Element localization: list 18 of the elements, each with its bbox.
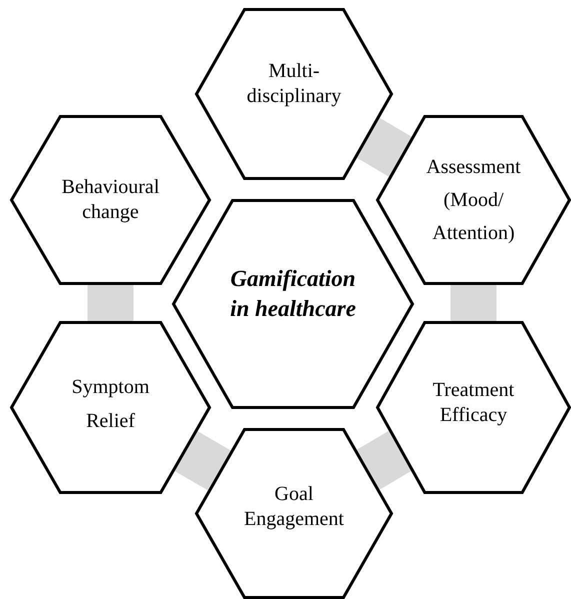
hexagon: [172, 199, 414, 409]
connector-band: [356, 430, 412, 490]
connector-band: [174, 431, 232, 491]
connector-band: [356, 118, 412, 177]
hexagon-label: Goal Engagement: [243, 482, 345, 532]
hexagon: [195, 428, 393, 599]
hexagon: [195, 8, 393, 180]
hexagon-label: Symptom Relief: [70, 374, 150, 434]
connector-band: [450, 285, 496, 321]
hexagon: [376, 115, 571, 285]
hexagon: [376, 321, 571, 494]
hexagon-label: Behavioural change: [60, 175, 160, 225]
hexagon: [10, 115, 211, 285]
hexagon: [10, 321, 211, 494]
hexagon-label: Treatment Efficacy: [432, 378, 516, 428]
central-title: Gamification in healthcare: [229, 265, 357, 323]
hexagon-label: Assessment (Mood/ Attention): [425, 154, 522, 246]
hexagon-label: Multi-disciplinary: [246, 59, 342, 109]
